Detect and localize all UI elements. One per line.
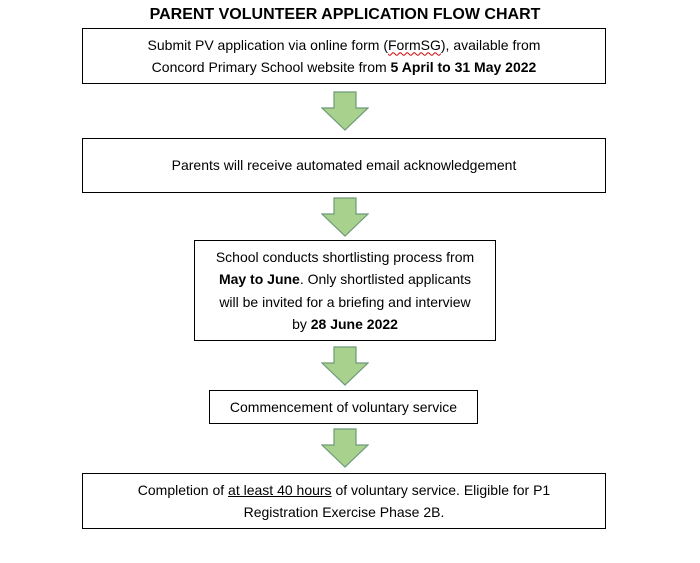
step-3-line-4: by 28 June 2022: [292, 313, 398, 336]
interview-deadline: 28 June 2022: [310, 316, 398, 332]
step-3-shortlisting: School conducts shortlisting process fro…: [194, 240, 496, 341]
down-arrow-icon: [321, 428, 369, 468]
down-arrow-icon: [321, 346, 369, 386]
step-1-text-c: Concord Primary School website from: [151, 59, 391, 75]
step-1-line-1: Submit PV application via online form (F…: [148, 34, 541, 57]
down-arrow-icon: [321, 197, 369, 237]
step-3-line-2: May to June. Only shortlisted applicants: [219, 268, 471, 291]
down-arrow-icon: [321, 91, 369, 131]
required-hours: at least 40 hours: [228, 481, 332, 498]
formsg-text: FormSG: [387, 36, 441, 53]
step-3-line-1: School conducts shortlisting process fro…: [215, 248, 475, 265]
step-5-text-b: of voluntary service. Eligible for P1: [331, 481, 551, 498]
step-5-line-2: Registration Exercise Phase 2B.: [243, 504, 445, 520]
step-2-text: Parents will receive automated email ack…: [171, 157, 517, 174]
step-3-line-3: will be invited for a briefing and inter…: [219, 293, 471, 310]
step-4-commencement: Commencement of voluntary service: [209, 390, 478, 424]
step-1-text-a: Submit PV application via online form (: [147, 36, 388, 53]
step-1-submit-application: Submit PV application via online form (F…: [82, 28, 606, 84]
step-5-completion: Completion of at least 40 hours of volun…: [82, 473, 606, 529]
step-5-line-1: Completion of at least 40 hours of volun…: [138, 479, 550, 502]
step-3-text-rest: . Only shortlisted applicants: [299, 271, 472, 287]
step-2-email-acknowledgement: Parents will receive automated email ack…: [82, 138, 606, 193]
shortlisting-period: May to June: [218, 271, 300, 287]
step-3-text-by: by: [292, 316, 311, 332]
step-5-text-a: Completion of: [137, 481, 229, 498]
step-1-text-b: ), available from: [440, 36, 541, 53]
step-1-line-2: Concord Primary School website from 5 Ap…: [152, 56, 537, 79]
step-4-text: Commencement of voluntary service: [229, 398, 458, 415]
flowchart-title: PARENT VOLUNTEER APPLICATION FLOW CHART: [149, 6, 541, 23]
application-period: 5 April to 31 May 2022: [390, 59, 537, 75]
